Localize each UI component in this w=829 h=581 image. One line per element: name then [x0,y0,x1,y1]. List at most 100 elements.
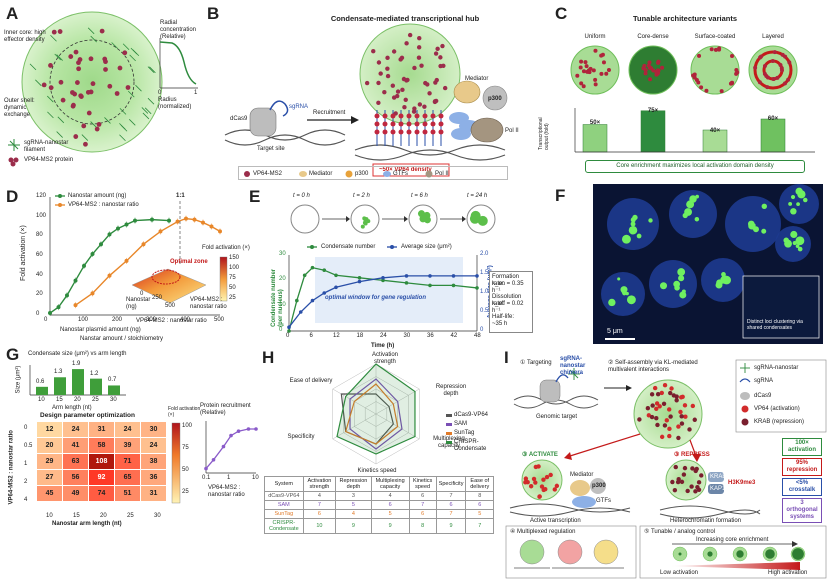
vp64-protein [73,49,79,55]
variant-uniform: Uniform [584,34,606,40]
vp64-protein [765,85,770,90]
vp64-protein [422,104,427,109]
nanostar-filament [104,117,111,124]
panel-b-legend: VP64-MS2 Mediator p300 GTFs Pol II [238,166,508,180]
variant-layered: Layered [762,34,784,40]
bar-cat-10: 10 [38,397,45,403]
value-core-dense: 75× [647,108,659,114]
vp64-protein [382,113,388,119]
nucleus-icon [290,204,320,234]
vp64-protein [70,90,75,95]
heat-cell: 31 [140,485,167,502]
vp64-protein [414,121,420,127]
nucleus [669,190,717,238]
table-header-cell: Specificity [435,476,467,492]
vp64-protein [419,63,424,68]
effector-protein [676,435,681,441]
data-point [404,274,409,278]
radial-profile-chart [159,38,198,89]
microscopy-image: 5 μm Distinct loci clustering via shared… [593,184,823,344]
data-point [298,310,303,314]
scale-bar-label: 5 μm [607,328,623,335]
condensate-focus [659,282,668,290]
effector-protein [696,480,702,485]
vp64-protein [578,65,583,70]
data-point [357,279,362,284]
x-tick-18: 18 [356,333,364,339]
bar-xlabel: Arm length (nt) [52,405,92,411]
condensate-focus [677,268,686,276]
effector-protein [675,479,681,485]
vp64-protein [786,77,791,82]
vp64-protein [417,102,423,107]
value-uniform: 50× [589,120,601,126]
analog-core [707,551,713,557]
architecture-variants-chart [570,45,815,153]
vp64-protein [385,55,390,61]
vp64-protein [364,80,370,86]
yr-tick-1.0: 1.0 [480,289,489,295]
condensate-focus [630,221,636,227]
legend-i-sgrna: sgRNA [754,378,774,384]
condensate-focus [621,290,626,294]
vp64-protein [76,60,81,66]
inset-tick-2: 500 [165,303,176,309]
table-header-cell: System [264,476,304,492]
radar-axis-4: Specificity [287,434,315,440]
vp64-protein [416,45,422,50]
vp64-protein [406,113,412,119]
heat-row-label-0: 0 [24,425,28,431]
table-header-cell: Repression depth [335,476,372,492]
data-point [334,285,338,290]
variant-surface-coated: Surface-coated [694,34,736,40]
panel-h-label: H [262,348,275,367]
analog-core [765,549,775,559]
sgrna-label: sgRNA [289,104,309,110]
effector-protein [664,418,670,423]
vp64-protein [57,29,63,34]
time-6: t = 6 h [411,193,428,199]
recruit-tick-10: 10 [252,475,259,481]
yl-tick-20: 20 [279,276,286,283]
recruit-tick-0.1: 0.1 [202,475,211,481]
heat-cell: 51 [114,485,141,502]
condensate-focus [694,216,700,222]
effector-protein [661,401,667,406]
condensate-icon [362,216,367,221]
recruitment-chart [204,421,258,474]
condensate-icon [362,220,367,225]
condensate-focus [720,275,729,284]
vp64-protein [770,59,775,64]
effector-protein [650,403,655,408]
vp64-protein [427,91,432,96]
vp64-protein [654,72,659,77]
heat-scale-25: 25 [182,489,189,495]
vp64-protein [438,129,444,135]
panel-c-ylabel: Transcriptional output (fold) [538,117,550,150]
table-cell: 4 [302,491,337,501]
effector-protein [554,483,560,489]
vp64-protein [584,64,589,69]
radial-x1: 1 [194,90,198,96]
heat-cell: 65 [114,469,141,486]
vp64-protein [401,76,407,82]
vp64-protein [390,121,396,127]
vp64-protein [438,121,444,127]
nanostar-filament [119,123,126,130]
vp64-protein [404,41,409,46]
inset-caption: Distinct loci clustering via shared cond… [747,319,803,331]
table-cell: 4 [335,509,372,519]
panel-c-label: C [555,4,568,23]
vp64-protein [719,89,724,94]
effector-protein [667,426,672,432]
vp64-protein [125,85,131,90]
nanostar-filament [81,134,89,141]
table-cell: 5 [335,500,372,510]
nanostar-filament [29,63,37,71]
effector-protein [649,392,655,397]
nanostar-filament [56,131,63,138]
effector-protein [659,390,665,396]
panel-b: B Condensate-mediated transcriptional hu… [205,0,525,182]
vp64-protein [717,46,722,51]
heat-scale-label: Fold activation (×) [168,406,201,418]
